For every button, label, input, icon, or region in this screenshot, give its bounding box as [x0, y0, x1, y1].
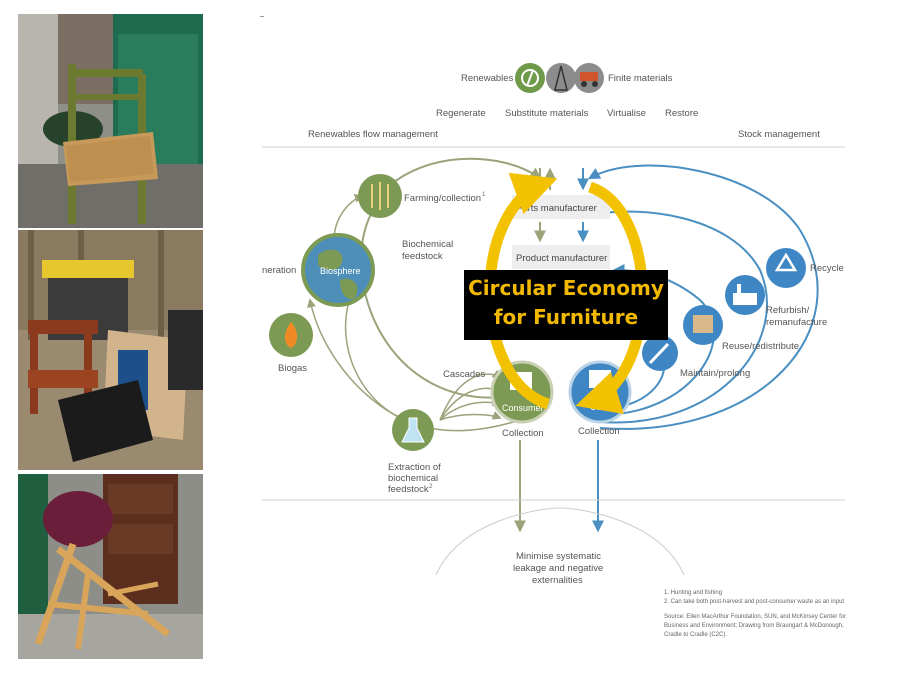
regeneration-label: neration [262, 265, 296, 276]
footnote-2: 2. Can take both post-harvest and post-c… [664, 599, 844, 605]
product-manufacturer-box [512, 245, 610, 269]
refurbish-loop [587, 207, 768, 424]
biosphere-label: Biosphere [320, 266, 361, 276]
banner-line-2: for Furniture [493, 305, 639, 329]
leakage-line2: leakage and negative [513, 563, 603, 574]
recycle-symbol-icon [766, 248, 806, 288]
leakage-line1: Minimise systematic [516, 551, 601, 562]
collection-left-label: Collection [502, 428, 544, 439]
cascades-label: Cascades [443, 369, 485, 380]
extraction-line2: biochemical [388, 473, 438, 484]
farming-label: Farming/collection [404, 193, 481, 204]
title-banner-text: Circular Economy for Furniture [464, 274, 668, 332]
recycle-loop [587, 164, 819, 430]
consumer-label: Consumer [502, 403, 544, 413]
section-stock-management: Stock management [738, 129, 820, 140]
action-regenerate: Regenerate [436, 108, 486, 119]
biochemical-loop [360, 199, 521, 399]
farming-icon [358, 174, 402, 218]
maintain-label: Maintain/prolong [680, 368, 750, 379]
extraction-flask-icon [392, 409, 434, 451]
farming-footnote-mark: 1 [482, 192, 486, 198]
biogas-label: Biogas [278, 363, 307, 374]
leakage-line3: externalities [532, 575, 583, 586]
maintain-wrench-icon [642, 335, 678, 371]
title-banner [464, 270, 668, 340]
biochemical-feedstock-line1: Biochemical [402, 239, 453, 250]
recycle-label: Recycle [810, 263, 844, 274]
footnote-1: 1. Hunting and fishing [664, 590, 722, 596]
mining-truck-icon [574, 63, 604, 93]
oil-rig-icon [546, 63, 576, 93]
source-line-1: Source: Ellen MacArthur Foundation, SUN,… [664, 614, 846, 620]
section-renewables-flow: Renewables flow management [308, 129, 438, 140]
biosphere-globe-icon [301, 233, 375, 307]
refurbish-factory-icon [725, 275, 765, 315]
farming-flow-arrow [379, 157, 542, 196]
photo-broken-furniture [18, 474, 203, 659]
finite-materials-label: Finite materials [608, 73, 673, 84]
action-restore: Restore [665, 108, 698, 119]
biochemical-feedstock-line2: feedstock [402, 251, 443, 262]
biogas-flow-arrow [307, 298, 406, 421]
action-virtualise: Virtualise [607, 108, 646, 119]
extraction-line3: feedstock [388, 484, 429, 495]
renewables-icon [515, 63, 545, 93]
extraction-footnote-mark: 2 [429, 484, 433, 490]
leakage-arc [435, 507, 685, 576]
biogas-flame-icon [269, 313, 313, 357]
cascade-arrow-4 [439, 411, 502, 421]
parts-manufacturer-label: Parts manufacturer [516, 203, 597, 214]
renewables-label: Renewables [461, 73, 514, 84]
header-fragment: ̲̲̲̲̲ [260, 16, 265, 17]
extraction-line1: Extraction of [388, 462, 441, 473]
reuse-box-icon [683, 305, 723, 345]
collection-right-label: Collection [578, 426, 620, 437]
reuse-label: Reuse/redistribute [722, 341, 799, 352]
action-substitute: Substitute materials [505, 108, 589, 119]
refurbish-line1: Refurbish/ [766, 305, 810, 316]
banner-line-1: Circular Economy [468, 276, 664, 300]
photo-woven-chair [18, 14, 203, 228]
source-line-2: Business and Environment; Drawing from B… [664, 623, 844, 629]
source-line-3: Cradle to Cradle (C2C). [664, 632, 727, 638]
refurbish-line2: remanufacture [766, 317, 827, 328]
photo-discarded-chairs [18, 230, 203, 470]
product-manufacturer-label: Product manufacturer [516, 253, 607, 264]
